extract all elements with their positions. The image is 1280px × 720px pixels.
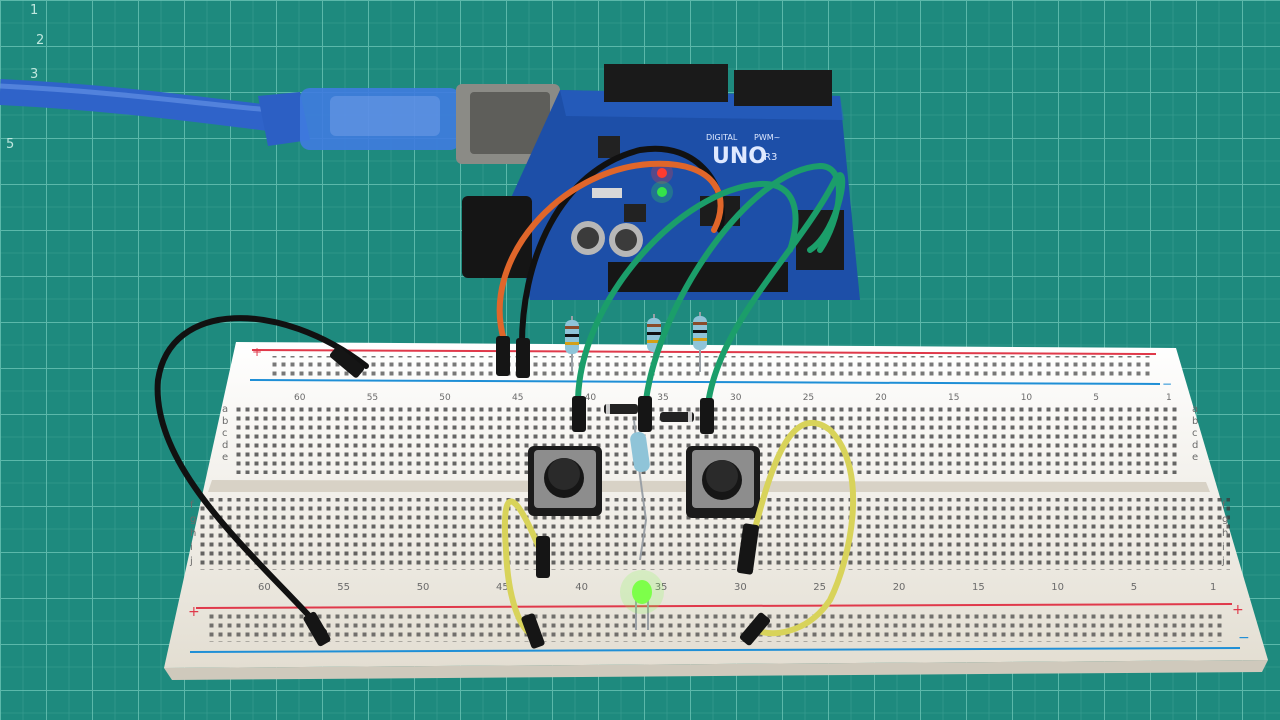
column-number: 1 [1210,582,1216,593]
mat-number: 2 [36,33,44,48]
resistors [565,312,707,561]
led-green [620,570,664,630]
rail-line-red [251,349,1157,355]
push-button-left[interactable] [528,446,602,516]
row-letter: f [1222,500,1226,511]
rail-plus-label: + [1232,602,1244,618]
column-number: 60 [294,393,306,403]
wire-yellow [501,498,547,639]
column-number: 30 [730,393,742,403]
resistor [630,419,650,561]
wire-green [705,172,846,407]
column-number: 25 [813,582,826,593]
column-number: 20 [875,393,887,403]
row-letter: e [1192,452,1198,463]
row-letter: i [190,542,193,553]
wire-green [575,180,799,403]
arduino-board: UNO R3 DIGITAL PWM~ [462,64,860,300]
rail-line-red [195,603,1233,609]
row-letter: c [1192,428,1198,439]
column-number: 50 [417,582,430,593]
rail-line-blue [249,379,1161,385]
row-letter: h [190,528,196,539]
row-letter: b [222,416,228,427]
wire-plugs [303,336,771,649]
revision-label: R3 [764,152,777,163]
column-number: 35 [657,393,668,403]
column-number: 35 [655,582,668,593]
column-number: 15 [948,393,959,403]
column-number: 5 [1131,582,1137,593]
column-number: 10 [1021,393,1033,403]
column-number: 25 [803,393,814,403]
row-letter: j [189,556,193,567]
wire-yellow [749,419,857,637]
column-number: 50 [439,393,451,403]
column-number: 55 [367,393,378,403]
row-letter: h [1222,528,1228,539]
rail-minus-label: − [1162,377,1172,391]
column-number: 60 [258,582,271,593]
column-number: 40 [585,393,597,403]
row-letter: g [1222,514,1228,525]
row-letter: d [222,440,228,451]
status-led-green [657,187,667,197]
column-number: 55 [337,582,350,593]
diode [604,404,638,414]
column-number: 10 [1051,582,1064,593]
rail-plus-label: + [188,604,200,620]
status-led-red [657,168,667,178]
rail-plus-label: + [252,345,262,359]
rail-line-blue [189,647,1241,653]
digital-label: DIGITAL [706,133,738,142]
mat-number: 3 [30,67,38,82]
column-numbers-bottom: 60 55 50 45 40 35 30 25 20 15 10 5 1 [258,582,1216,593]
mat-edge-numbers: 1 2 3 5 [6,3,44,152]
row-letter: a [222,404,228,415]
row-letter: g [190,514,196,525]
rail-minus-label: − [1238,630,1250,646]
mat-number: 1 [30,3,38,18]
row-letter: c [222,428,228,439]
column-number: 40 [575,582,588,593]
board-label: UNO [712,144,767,169]
pwm-label: PWM~ [754,133,780,142]
resistor [693,312,707,372]
jumper-wires [154,145,857,639]
diodes [604,404,694,422]
row-letter: e [222,452,228,463]
column-number: 5 [1093,393,1099,403]
usb-cable [0,79,560,164]
column-number: 15 [972,582,985,593]
resistor [565,316,579,372]
row-letter: j [1221,556,1225,567]
mat-number: 5 [6,137,14,152]
push-button-right[interactable] [686,446,760,518]
wire-black [154,315,369,635]
column-number: 1 [1166,393,1172,403]
column-number: 20 [893,582,906,593]
column-number: 45 [496,582,509,593]
column-number: 45 [512,393,523,403]
header-strip [604,64,728,102]
row-letter: a [1192,404,1198,415]
column-number: 30 [734,582,747,593]
row-letter: f [190,500,194,511]
column-numbers-top: 60 55 50 45 40 35 30 25 20 15 10 5 1 [294,393,1172,403]
row-letter: d [1192,440,1198,451]
row-letter: b [1192,416,1198,427]
diode [660,412,694,422]
header-strip [734,70,832,106]
row-letter: i [1222,542,1225,553]
